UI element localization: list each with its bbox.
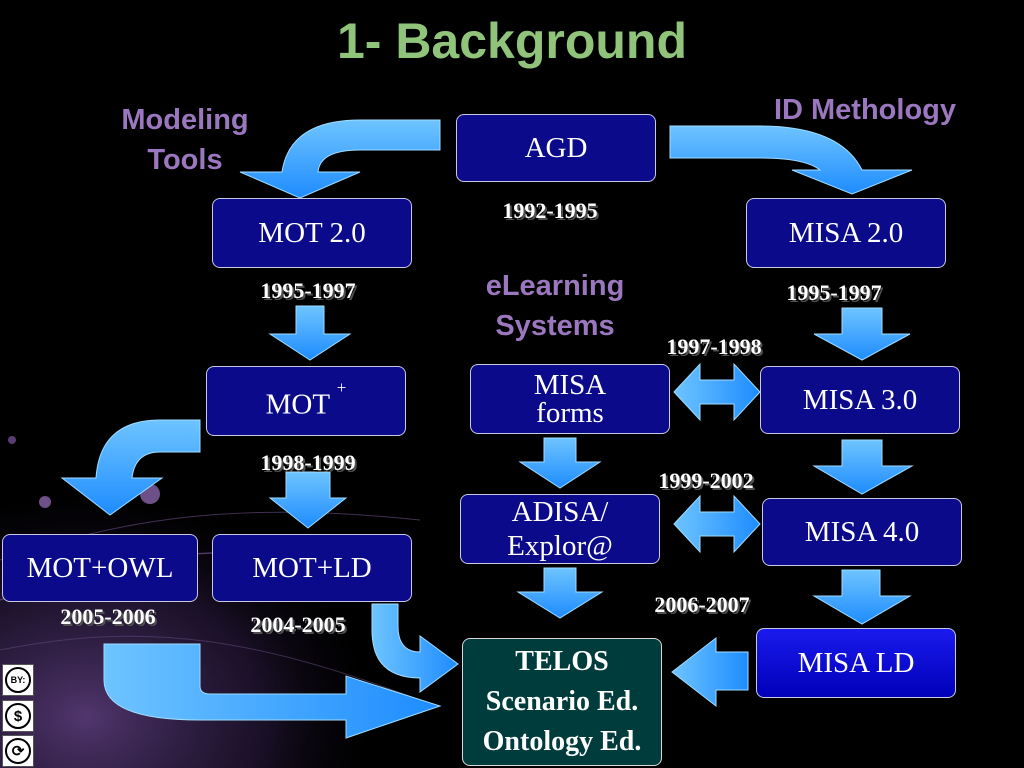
node-misa30-label: MISA 3.0 <box>802 384 918 416</box>
arrow-adisa-to-telos <box>516 567 604 619</box>
arrow-motplus-to-motowl <box>60 419 201 516</box>
arrow-motld-to-telos <box>371 603 459 693</box>
node-mot-ld: MOT+LD <box>212 534 412 602</box>
label-elearning-line2: Systems <box>495 310 615 342</box>
label-modeling-tools: Modeling Tools <box>100 100 270 180</box>
node-misa-forms-line2: forms <box>536 397 604 429</box>
node-motplus-label: MOT + <box>265 378 347 421</box>
node-telos-line3: Ontology Ed. <box>482 726 642 757</box>
arrow-misa20-to-misa30 <box>813 307 911 361</box>
cc-sa-icon: ⟳ <box>2 735 34 767</box>
node-misa40: MISA 4.0 <box>762 498 962 566</box>
arrow-misa40-to-misald <box>812 569 912 625</box>
arrow-adisa-misa40-double <box>673 494 761 554</box>
node-adisa-line1: ADISA/ <box>511 496 609 528</box>
node-motplus: MOT + <box>206 366 406 436</box>
node-telos-line2: Scenario Ed. <box>485 686 639 717</box>
arrow-motplus-to-motld <box>268 471 348 529</box>
label-modeling-tools-line1: Modeling <box>121 104 249 136</box>
node-motplus-text: MOT <box>265 388 330 421</box>
node-agd: AGD <box>456 114 656 182</box>
node-misa-ld-label: MISA LD <box>797 647 915 679</box>
label-modeling-tools-line2: Tools <box>147 144 223 176</box>
node-misa40-label: MISA 4.0 <box>804 516 920 548</box>
node-misa20-label: MISA 2.0 <box>788 217 904 249</box>
year-agd: 1992-1995 <box>502 198 598 223</box>
year-misa-ld: 2006-2007 <box>654 592 750 617</box>
node-adisa: ADISA/ Explor@ <box>460 494 660 564</box>
node-misa30: MISA 3.0 <box>760 366 960 434</box>
node-misa-ld: MISA LD <box>756 628 956 698</box>
year-mot-ld: 2004-2005 <box>250 612 346 637</box>
node-telos: TELOS Scenario Ed. Ontology Ed. <box>462 638 662 766</box>
node-misa-forms: MISA forms <box>470 364 670 434</box>
year-mot-owl: 2005-2006 <box>60 604 156 629</box>
year-motplus: 1998-1999 <box>260 450 356 475</box>
year-misa20: 1995-1997 <box>786 280 882 305</box>
arrow-forms-to-adisa <box>518 437 602 489</box>
node-mot20-label: MOT 2.0 <box>258 217 366 249</box>
cc-nc-icon: $ <box>2 700 34 732</box>
node-misa-forms-line1: MISA <box>533 369 607 401</box>
arrow-agd-to-misa20 <box>669 125 913 195</box>
page-title: 1- Background <box>336 13 688 69</box>
node-misa20: MISA 2.0 <box>746 198 946 268</box>
cc-nc-glyph: $ <box>5 703 31 729</box>
year-adisa-misa40: 1999-2002 <box>658 468 754 493</box>
label-id-methology: ID Methology <box>773 94 957 126</box>
node-mot-owl-label: MOT+OWL <box>26 552 174 584</box>
node-adisa-line2: Explor@ <box>507 530 613 562</box>
cc-by-icon: BY: <box>2 664 34 696</box>
arrow-mot20-to-motplus <box>268 305 352 361</box>
arrow-agd-to-mot20 <box>239 119 441 199</box>
node-mot-ld-label: MOT+LD <box>252 552 372 584</box>
year-mot20: 1995-1997 <box>260 278 356 303</box>
arrow-misa30-to-misa40 <box>812 439 914 495</box>
node-telos-line1: TELOS <box>515 646 609 677</box>
cc-by-glyph: BY: <box>5 667 31 693</box>
year-forms-misa30: 1997-1998 <box>666 334 762 359</box>
arrow-misald-to-telos <box>671 636 749 708</box>
label-elearning-line1: eLearning <box>485 270 625 302</box>
arrow-motowl-to-telos <box>103 643 442 739</box>
node-mot20: MOT 2.0 <box>212 198 412 268</box>
node-mot-owl: MOT+OWL <box>2 534 198 602</box>
cc-sa-glyph: ⟳ <box>5 738 31 764</box>
label-elearning-systems: eLearning Systems <box>460 266 650 346</box>
node-agd-label: AGD <box>524 132 588 164</box>
node-motplus-sup: + <box>336 377 347 397</box>
arrow-forms-misa30-double <box>673 362 761 422</box>
